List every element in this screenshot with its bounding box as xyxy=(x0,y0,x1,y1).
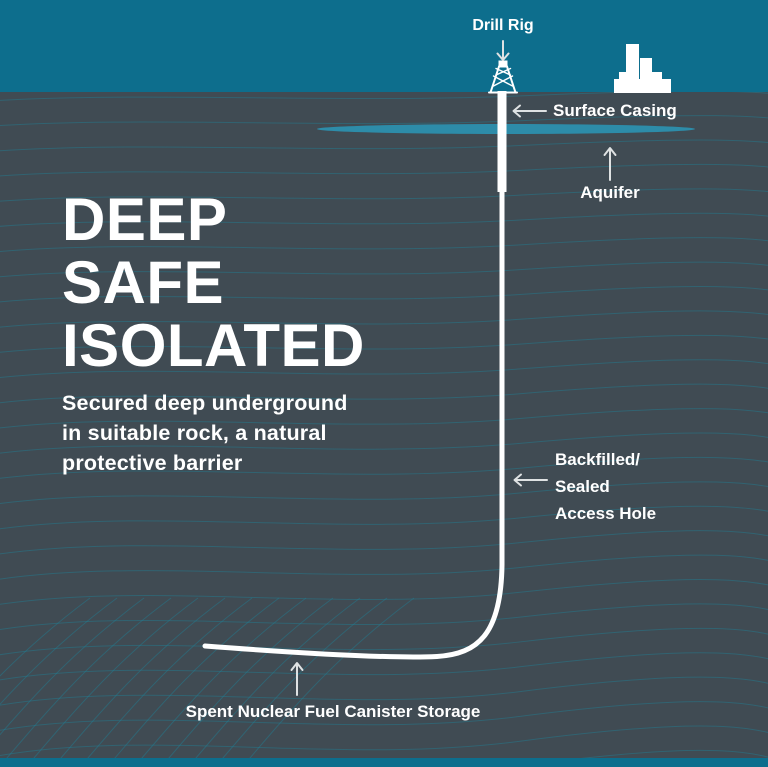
surface-casing-left-arrow-icon xyxy=(512,104,547,118)
headline-line: DEEP xyxy=(62,186,228,253)
aquifer-label: Aquifer xyxy=(580,183,640,202)
borehole-path xyxy=(202,183,505,660)
spent-fuel-storage-label: Spent Nuclear Fuel Canister Storage xyxy=(185,702,481,721)
footer-band xyxy=(0,758,768,767)
surface-casing-line xyxy=(497,91,507,192)
drill-rig-icon xyxy=(488,60,518,94)
headline: DEEP SAFE ISOLATED xyxy=(62,188,365,377)
drill-rig-label: Drill Rig xyxy=(472,17,534,34)
subtitle: Secured deep underground in suitable roc… xyxy=(62,388,348,478)
backfilled-label-line: Sealed xyxy=(555,477,610,496)
headline-line: SAFE xyxy=(62,249,225,316)
storage-up-arrow-icon xyxy=(290,662,304,696)
drill-rig-down-arrow-icon xyxy=(496,40,510,61)
subtitle-line: protective barrier xyxy=(62,451,243,475)
city-skyline-icon xyxy=(614,44,671,93)
backfilled-label-line: Access Hole xyxy=(555,504,657,523)
subtitle-line: Secured deep underground xyxy=(62,391,348,415)
surface-casing-label: Surface Casing xyxy=(553,101,677,120)
subtitle-line: in suitable rock, a natural xyxy=(62,421,327,445)
aquifer-up-arrow-icon xyxy=(603,147,617,181)
headline-line: ISOLATED xyxy=(62,312,365,379)
backfilled-sealed-access-hole-label: Backfilled/ Sealed Access Hole xyxy=(555,446,656,527)
backfilled-label-line: Backfilled/ xyxy=(555,450,641,469)
backfilled-left-arrow-icon xyxy=(513,473,548,487)
